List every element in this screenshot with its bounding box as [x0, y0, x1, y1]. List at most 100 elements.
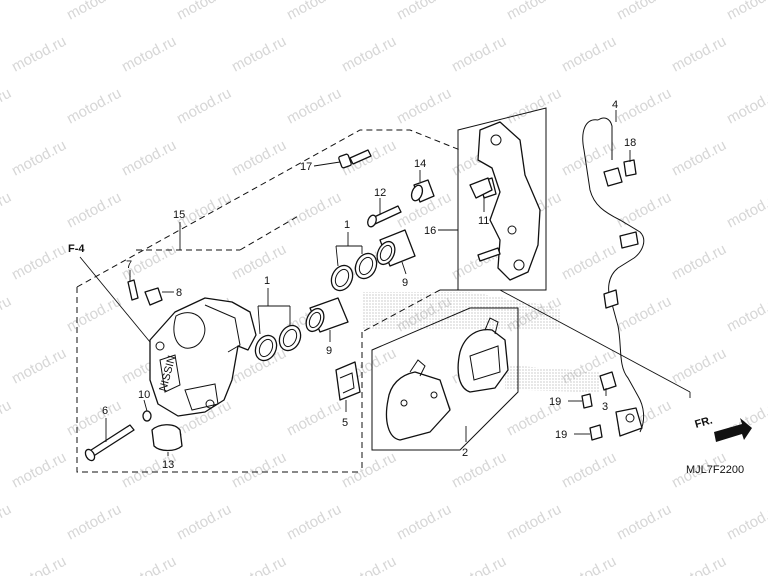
watermark-text: motod.ru — [449, 553, 509, 576]
pad-clip — [469, 177, 493, 199]
callout-10: 10 — [138, 389, 150, 401]
watermark-text: motod.ru — [339, 33, 399, 76]
watermark-text: motod.ru — [669, 241, 729, 284]
callout-13: 13 — [162, 459, 174, 471]
callout-17: 17 — [300, 161, 312, 173]
watermark-text: motod.ru — [449, 449, 509, 492]
watermark-text: motod.ru — [614, 85, 674, 128]
watermark-text: motod.ru — [9, 33, 69, 76]
wheel-speed-sensor — [581, 117, 645, 441]
watermark-text: motod.ru — [669, 137, 729, 180]
callout-3: 3 — [602, 401, 608, 413]
callout-1a: 1 — [264, 275, 270, 287]
watermark-text: motod.ru — [394, 501, 454, 544]
callout-8: 8 — [176, 287, 182, 299]
caliper-body: NISSIN — [149, 297, 257, 417]
callout-16: 16 — [424, 225, 436, 237]
watermark-text: motod.ru — [64, 397, 124, 440]
piston-right — [376, 229, 416, 267]
watermark-text: motod.ru — [504, 501, 564, 544]
callout-19b: 19 — [555, 429, 567, 441]
callout-1b: 1 — [344, 219, 350, 231]
callout-7: 7 — [126, 259, 132, 271]
watermark-text: motod.ru — [284, 0, 344, 24]
callout-2: 2 — [462, 447, 468, 459]
seal-left — [254, 324, 302, 362]
watermark-text: motod.ru — [614, 189, 674, 232]
watermark-text: motod.ru — [559, 449, 619, 492]
watermark-text: motod.ru — [669, 553, 729, 576]
watermark-text: motod.ru — [284, 397, 344, 440]
pin-boot — [410, 179, 435, 203]
watermark-text: motod.ru — [339, 553, 399, 576]
watermark-text: motod.ru — [64, 189, 124, 232]
bolt-17 — [338, 149, 372, 169]
watermark-text: motod.ru — [0, 85, 14, 128]
bleeder-cap — [144, 287, 163, 306]
callout-15: 15 — [173, 209, 185, 221]
pin-bolt — [367, 205, 402, 228]
watermark-text: motod.ru — [9, 241, 69, 284]
watermark-text: motod.ru — [559, 241, 619, 284]
watermark-text: motod.ru — [229, 137, 289, 180]
watermark-text: motod.ru — [174, 85, 234, 128]
watermark-text: motod.ru — [724, 501, 768, 544]
watermark-text: motod.ru — [229, 241, 289, 284]
bracket-pin — [477, 247, 501, 262]
pad-box — [371, 307, 519, 451]
watermark-text: motod.ru — [724, 189, 768, 232]
watermark-text: motod.ru — [119, 137, 179, 180]
watermark-text: motod.ru — [0, 397, 14, 440]
bracket-box — [440, 107, 547, 291]
ref-tag-label: F-4 — [68, 243, 85, 255]
diagram-code: MJL7F2200 — [686, 464, 744, 476]
watermark-text: motod.ru — [9, 137, 69, 180]
front-arrow: FR. — [694, 414, 752, 442]
watermark-text: motod.ru — [229, 33, 289, 76]
callout-11: 11 — [478, 215, 489, 227]
watermark-text: motod.ru — [559, 33, 619, 76]
watermark-text: motod.ru — [394, 0, 454, 24]
watermark-text: motod.ru — [9, 345, 69, 388]
callout-9b: 9 — [402, 277, 408, 289]
watermark-text: motod.ru — [119, 553, 179, 576]
watermark-text: motod.ru — [284, 189, 344, 232]
watermark-text: motod.ru — [0, 0, 14, 24]
watermark-text: motod.ru — [339, 449, 399, 492]
watermark-text: motod.ru — [284, 501, 344, 544]
callout-6: 6 — [102, 405, 108, 417]
watermark-text: motod.ru — [0, 189, 14, 232]
callout-4: 4 — [612, 99, 618, 111]
watermark-text: motod.ru — [64, 0, 124, 24]
watermark-text: motod.ru — [724, 293, 768, 336]
watermark-text: motod.ru — [229, 449, 289, 492]
front-arrow-label: FR. — [694, 414, 714, 430]
pad-spring — [335, 361, 361, 401]
watermark-text: motod.ru — [614, 293, 674, 336]
grease-zone — [362, 292, 600, 392]
watermark-text: motod.ru — [614, 0, 674, 24]
callout-12: 12 — [374, 187, 386, 199]
brake-pad-rear — [457, 317, 509, 393]
watermark-text: motod.ru — [724, 0, 768, 24]
brake-pad-front — [385, 359, 451, 441]
caliper-pin — [84, 424, 135, 462]
watermark-text: motod.ru — [64, 501, 124, 544]
watermark-text: motod.ru — [0, 293, 14, 336]
bleeder-valve — [127, 279, 139, 301]
callout-9a: 9 — [326, 345, 332, 357]
watermark-text: motod.ru — [284, 85, 344, 128]
callout-5: 5 — [342, 417, 348, 429]
o-ring — [142, 410, 152, 422]
callout-18: 18 — [624, 137, 636, 149]
watermark-text: motod.ru — [559, 553, 619, 576]
watermark-text: motod.ru — [504, 85, 564, 128]
watermark-text: motod.ru — [669, 33, 729, 76]
callouts: 1 1 9 9 5 2 15 16 17 12 14 — [102, 99, 636, 471]
seal-right — [330, 252, 378, 292]
watermark-text: motod.ru — [614, 501, 674, 544]
piston-left — [305, 297, 349, 333]
callout-19a: 19 — [549, 396, 561, 408]
